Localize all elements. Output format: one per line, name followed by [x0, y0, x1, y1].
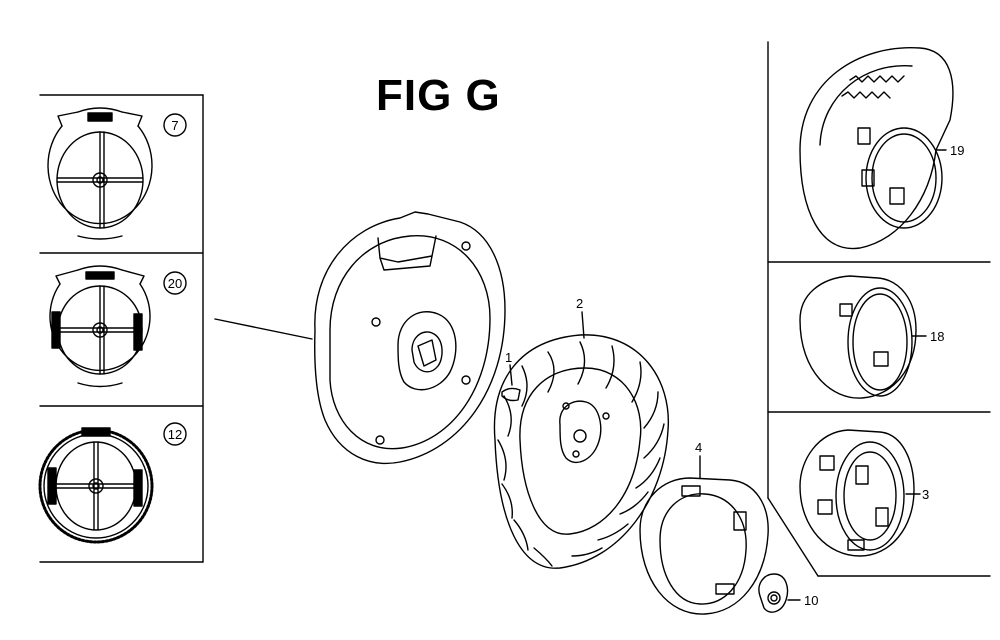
- inset-leader-line: [214, 318, 313, 340]
- callout-2: 2: [576, 296, 583, 311]
- inset-label-12: 12: [168, 427, 182, 442]
- collar-part-4: [639, 455, 769, 615]
- callout-4: 4: [695, 440, 702, 455]
- circled-label-20: 20: [163, 271, 187, 295]
- left-inset-frame: [39, 94, 204, 563]
- callout-10: 10: [804, 593, 818, 608]
- circled-label-7: 7: [163, 113, 187, 137]
- cover-part-19: [799, 47, 954, 250]
- callout-1: 1: [505, 350, 512, 365]
- callout-3: 3: [922, 487, 929, 502]
- inset-part-12: [38, 427, 154, 544]
- figure-title: FIG G: [376, 71, 501, 120]
- nut-part-10: [758, 573, 801, 613]
- ratchet-part-3: [799, 429, 921, 557]
- starter-pulley: [313, 211, 506, 465]
- flywheel-fan-part-2: [493, 311, 669, 569]
- circled-label-12: 12: [163, 422, 187, 446]
- callout-19: 19: [950, 143, 964, 158]
- cup-part-18: [799, 275, 927, 399]
- inset-label-7: 7: [171, 118, 178, 133]
- callout-18: 18: [930, 329, 944, 344]
- inset-part-20: [49, 265, 151, 388]
- inset-part-7: [47, 107, 153, 240]
- inset-label-20: 20: [168, 276, 182, 291]
- right-inset-frame: [767, 41, 991, 577]
